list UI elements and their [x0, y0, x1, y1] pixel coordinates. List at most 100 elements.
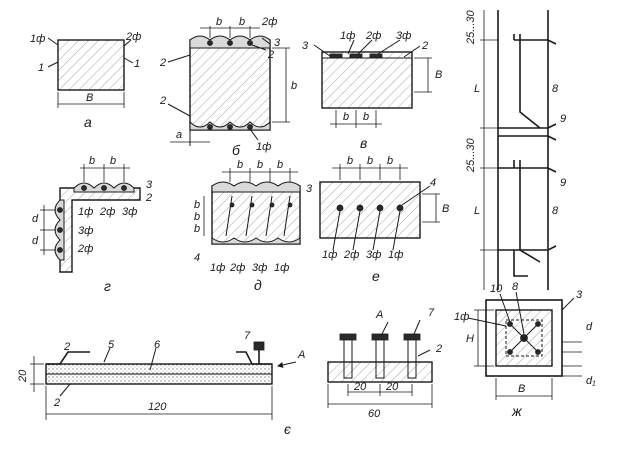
dim-gap-mid-wrap: 25...30 [465, 137, 477, 173]
label-2: 2 [159, 95, 166, 107]
detail-zh: 1ф 10 8 3 Н d d₁ В ж [454, 281, 596, 419]
leader-line [149, 347, 157, 371]
view-A-plate [327, 361, 433, 383]
dowel [376, 204, 384, 212]
label-2: 2 [145, 192, 152, 204]
dim-20: 20 [353, 381, 367, 393]
label-1f: 1ф [454, 311, 469, 323]
dim-b: b [291, 80, 297, 92]
leader-line [413, 319, 421, 335]
caption-a: а [84, 114, 92, 130]
dowel [336, 204, 344, 212]
label-1f: 1ф [388, 249, 403, 261]
rebar [229, 202, 235, 208]
caption-zh: ж [511, 403, 523, 419]
rebar [227, 124, 233, 130]
label-3: 3 [306, 183, 313, 195]
leader-line [249, 128, 259, 141]
dim-gap-top-wrap: 25...30 [465, 9, 477, 45]
dim-L: L [474, 205, 480, 217]
label-3: 3 [274, 37, 281, 49]
caption-b: б [232, 142, 241, 158]
dim-a: а [176, 129, 182, 141]
bolt-head [403, 333, 421, 341]
bottom-reinforcement [211, 237, 301, 245]
leader-line [357, 39, 373, 55]
detail-v: 3 1ф 2ф 3ф 2 В b b в [302, 30, 442, 151]
label-7: 7 [244, 330, 251, 342]
label-1f: 1ф [256, 141, 271, 153]
label-2: 2 [53, 397, 60, 409]
label-5: 5 [108, 339, 115, 351]
dim-b: b [367, 155, 373, 167]
leader-line [381, 321, 389, 335]
label-3: 3 [146, 179, 153, 191]
label-A: А [297, 349, 305, 361]
rebar [57, 227, 63, 233]
dim-gap-mid: 25...30 [465, 137, 477, 173]
rebar [121, 185, 127, 191]
detail-a: 1ф 2ф 1 1 В а [30, 31, 141, 130]
dim-L: L [474, 83, 480, 95]
caption-ye: є [284, 421, 291, 437]
label-A: А [375, 309, 383, 321]
label-2f: 2ф [229, 262, 245, 274]
label-3: 3 [576, 289, 583, 301]
rebar [101, 185, 107, 191]
dim-d: d [586, 321, 593, 333]
rebar-9 [498, 135, 557, 141]
dim-b: b [387, 155, 393, 167]
leader-line [561, 297, 575, 311]
label-9: 9 [560, 177, 566, 189]
leader-line [392, 210, 401, 251]
dim-b: b [110, 155, 116, 167]
rebar [57, 207, 63, 213]
anchor-rod [245, 195, 253, 237]
anchor-rod [283, 195, 291, 237]
dim-20: 20 [385, 381, 399, 393]
detail-e-beam [319, 181, 421, 239]
strip-2f [349, 53, 363, 59]
dim-b: b [239, 16, 245, 28]
label-3f: 3ф [78, 225, 93, 237]
clamp-bar-right [236, 351, 272, 365]
dim-b: b [194, 223, 200, 235]
label-1: 1 [38, 62, 44, 74]
dim-B: В [435, 69, 442, 81]
leader-line [401, 185, 431, 206]
dim-120: 120 [148, 401, 167, 413]
dowel [356, 204, 364, 212]
leader-line [123, 57, 134, 64]
label-2f: 2ф [365, 30, 381, 42]
label-1f: 1ф [30, 33, 45, 45]
rebar [227, 40, 233, 46]
dim-B: В [442, 203, 449, 215]
dim-b: b [216, 16, 222, 28]
leader-line [251, 44, 267, 51]
leader-line [515, 291, 525, 335]
dim-H: Н [466, 333, 474, 345]
label-8: 8 [552, 83, 559, 95]
dim-d: d [32, 235, 39, 247]
label-4: 4 [194, 252, 200, 264]
leader-line [167, 103, 191, 117]
leader-line [123, 39, 132, 47]
label-2f: 2ф [343, 249, 359, 261]
dim-b: b [194, 211, 200, 223]
view-arrow [277, 361, 297, 368]
dowel [396, 204, 404, 212]
rebar [269, 202, 275, 208]
leader-line [352, 210, 361, 251]
rebar-9 [498, 123, 557, 129]
leader-line [59, 383, 71, 397]
label-8: 8 [512, 281, 519, 293]
rebar [207, 124, 213, 130]
detail-a-beam [57, 39, 125, 91]
label-1f: 1ф [322, 249, 337, 261]
label-10: 10 [490, 283, 503, 295]
label-1f: 1ф [274, 262, 289, 274]
label-2f: 2ф [261, 16, 277, 28]
detail-view-A: А 7 2 20 20 60 [327, 307, 442, 420]
rebar-8 [513, 250, 528, 277]
